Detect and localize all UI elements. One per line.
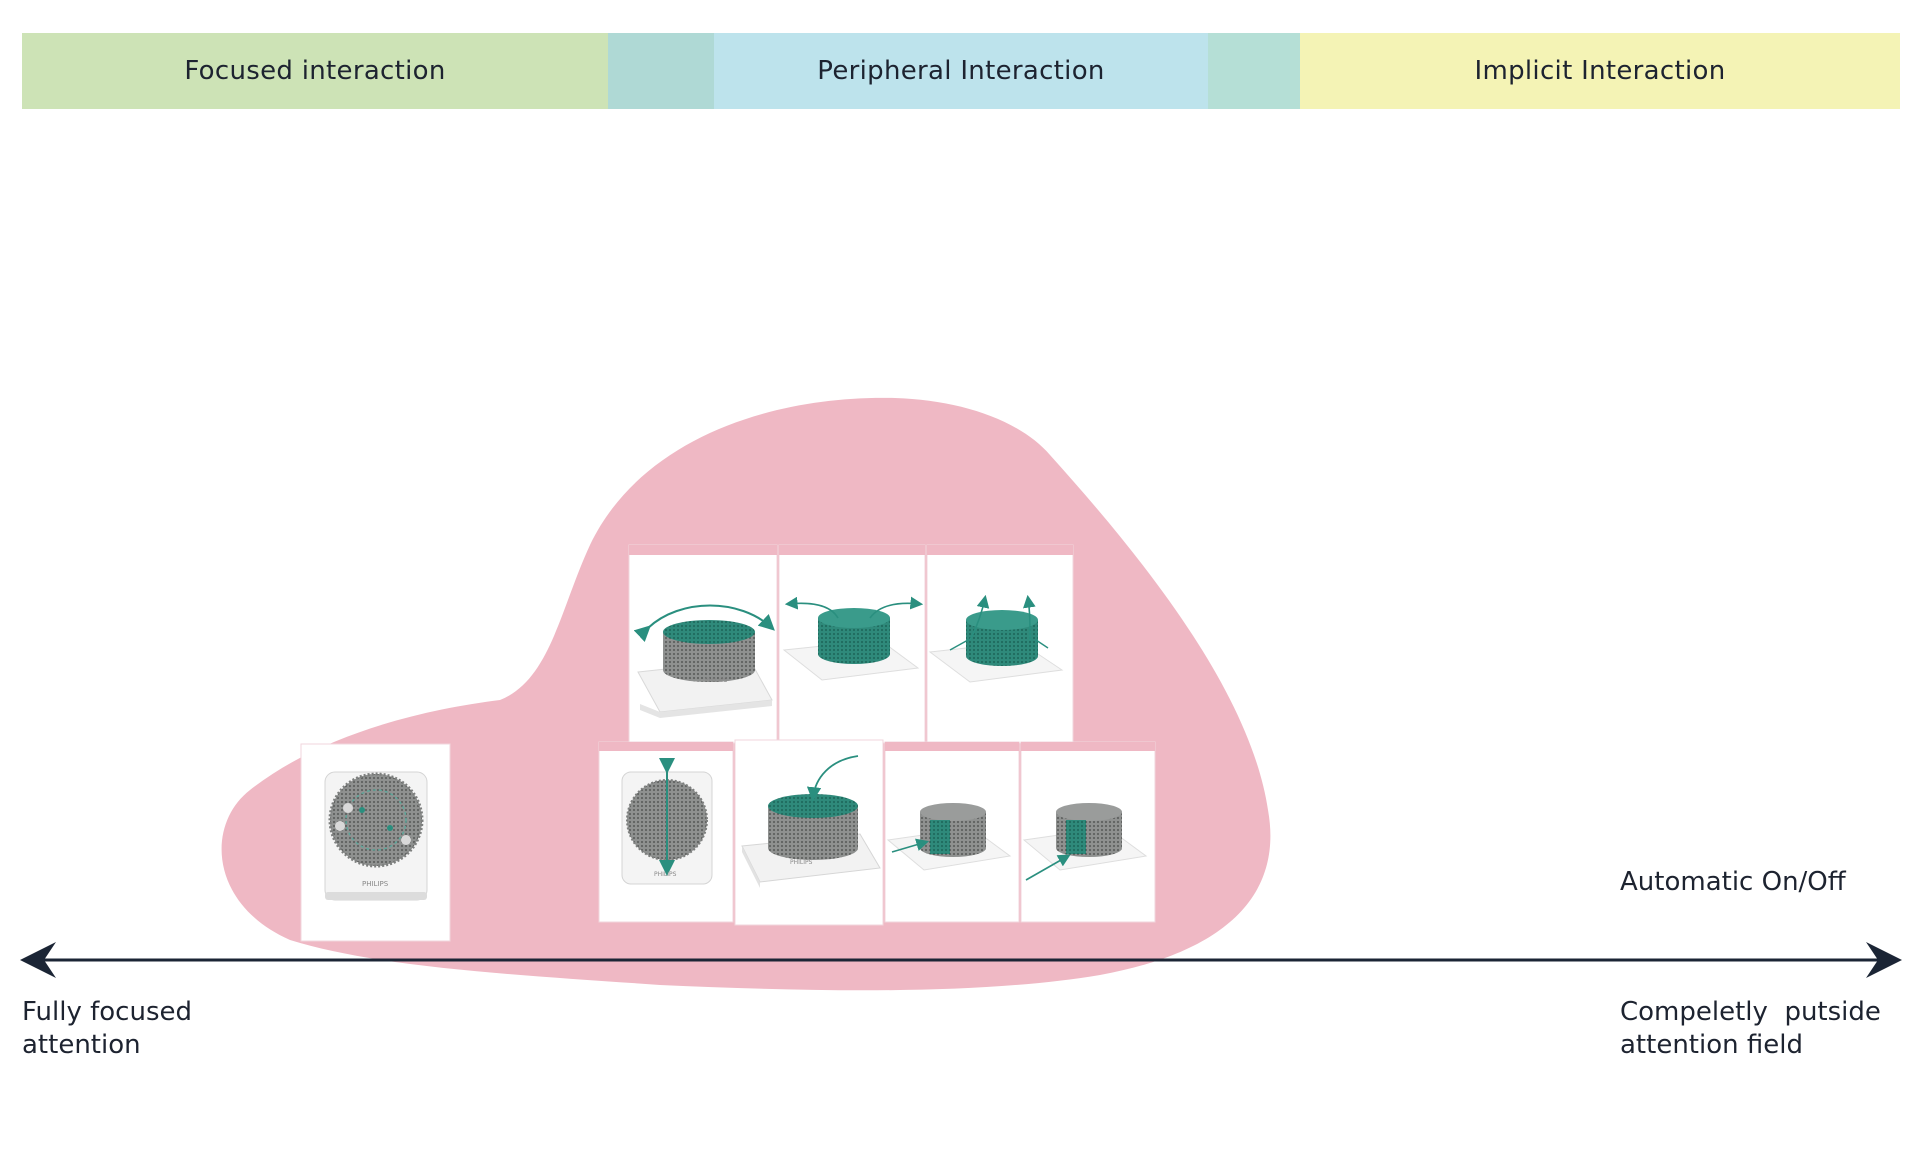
philips-logo: PHILIPS bbox=[362, 880, 389, 888]
band-label-implicit: Implicit Interaction bbox=[1474, 56, 1726, 86]
band-label-focused: Focused interaction bbox=[184, 56, 446, 86]
card-slide-sideways bbox=[778, 544, 926, 744]
card-top-view-slide: PHILIPS bbox=[598, 741, 734, 923]
card-approach bbox=[1020, 741, 1156, 923]
interaction-spectrum-bar: Focused interaction Peripheral Interacti… bbox=[22, 33, 1900, 109]
card-top-view-dots: PHILIPS bbox=[300, 743, 451, 942]
axis-label-fully-focused: Fully focused attention bbox=[22, 996, 192, 1062]
axis-label-right-line1: Compeletly putside bbox=[1620, 997, 1881, 1027]
band-implicit-interaction: Implicit Interaction bbox=[1300, 33, 1900, 109]
philips-logo: PHILIPS bbox=[705, 677, 728, 684]
philips-logo: PHILIPS bbox=[654, 871, 677, 878]
automatic-on-off-label: Automatic On/Off bbox=[1620, 867, 1846, 897]
philips-logo: PHILIPS bbox=[790, 859, 813, 866]
card-tilt-up bbox=[926, 544, 1074, 744]
band-transition-2 bbox=[1208, 33, 1300, 109]
axis-label-left-line2: attention bbox=[22, 1030, 141, 1060]
band-transition-1 bbox=[608, 33, 714, 109]
card-press-top: PHILIPS bbox=[734, 739, 884, 926]
card-rotate: PHILIPS bbox=[628, 544, 778, 744]
axis-label-outside-attention: Compeletly putside attention field bbox=[1620, 996, 1900, 1062]
axis-label-right-line2: attention field bbox=[1620, 1030, 1803, 1060]
axis-label-left-line1: Fully focused bbox=[22, 997, 192, 1027]
card-side-swipe bbox=[884, 741, 1020, 923]
band-label-peripheral: Peripheral Interaction bbox=[817, 56, 1105, 86]
band-focused-interaction: Focused interaction bbox=[22, 33, 608, 109]
band-peripheral-interaction: Peripheral Interaction bbox=[714, 33, 1208, 109]
